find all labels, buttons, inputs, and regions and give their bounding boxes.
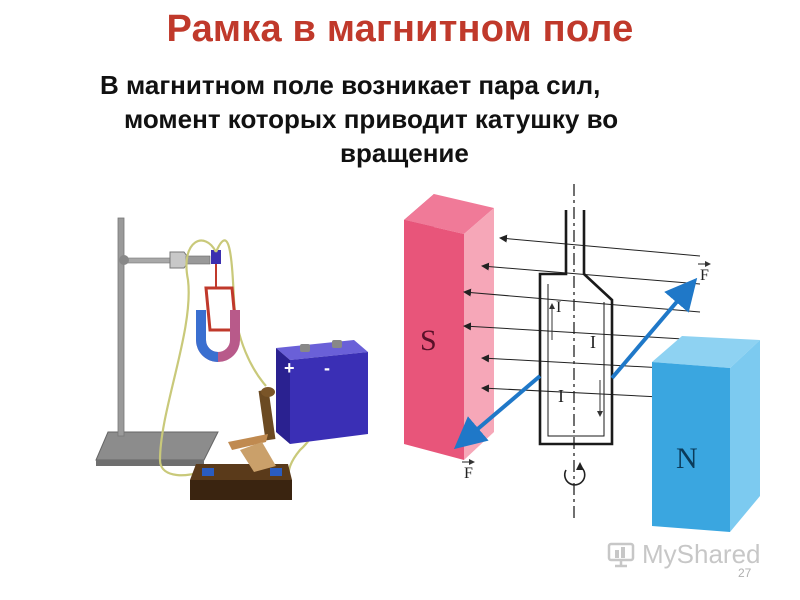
wire-middle	[214, 239, 267, 387]
body-line-3: вращение	[340, 138, 469, 168]
frame-diagram: S I I I F F	[404, 184, 760, 532]
watermark-logo-icon	[607, 542, 635, 568]
slide-title: Рамка в магнитном поле	[166, 8, 634, 50]
switch	[190, 387, 292, 500]
watermark: MyShared	[606, 536, 761, 572]
current-label-2: I	[590, 332, 596, 352]
lab-setup: + -	[95, 217, 368, 500]
stand-base	[95, 431, 219, 461]
force-label-bottom: F	[464, 465, 473, 482]
field-lines	[463, 234, 701, 399]
force-arrow-bottom	[453, 374, 542, 450]
body-line-2: момент которых приводит катушку во	[124, 104, 619, 134]
field-line	[499, 234, 701, 257]
battery: + -	[276, 340, 368, 444]
clamp-arm	[121, 257, 173, 264]
watermark-text: MyShared	[642, 538, 761, 569]
rotation-arrow	[563, 467, 586, 486]
slide-body-text: В магнитном поле возникает пара сил, мом…	[100, 68, 740, 170]
clamp-knob	[119, 255, 129, 265]
coil-frame: I I I	[538, 210, 614, 486]
magnet-n-label: N	[676, 442, 698, 475]
body-line-1: В магнитном поле возникает пара сил,	[100, 70, 601, 100]
field-line	[463, 322, 701, 341]
wire-left	[158, 239, 217, 477]
battery-minus-label: -	[324, 358, 330, 378]
battery-plus-label: +	[284, 358, 295, 378]
current-label-1: I	[558, 386, 564, 406]
field-line	[463, 288, 701, 313]
stand-base-edge	[96, 460, 204, 466]
force-arrow-top	[610, 277, 698, 380]
current-label-3: I	[556, 299, 561, 316]
page-number: 27	[738, 566, 752, 580]
magnet-north: N	[652, 336, 760, 532]
illustration: + - S	[95, 184, 760, 532]
field-line	[481, 384, 681, 399]
field-line	[481, 262, 701, 285]
stand-rod	[117, 217, 125, 437]
magnet-south: S	[404, 194, 494, 460]
magnet-s-label: S	[420, 324, 437, 357]
force-label-top: F	[700, 267, 709, 284]
pivot-block	[211, 250, 221, 264]
